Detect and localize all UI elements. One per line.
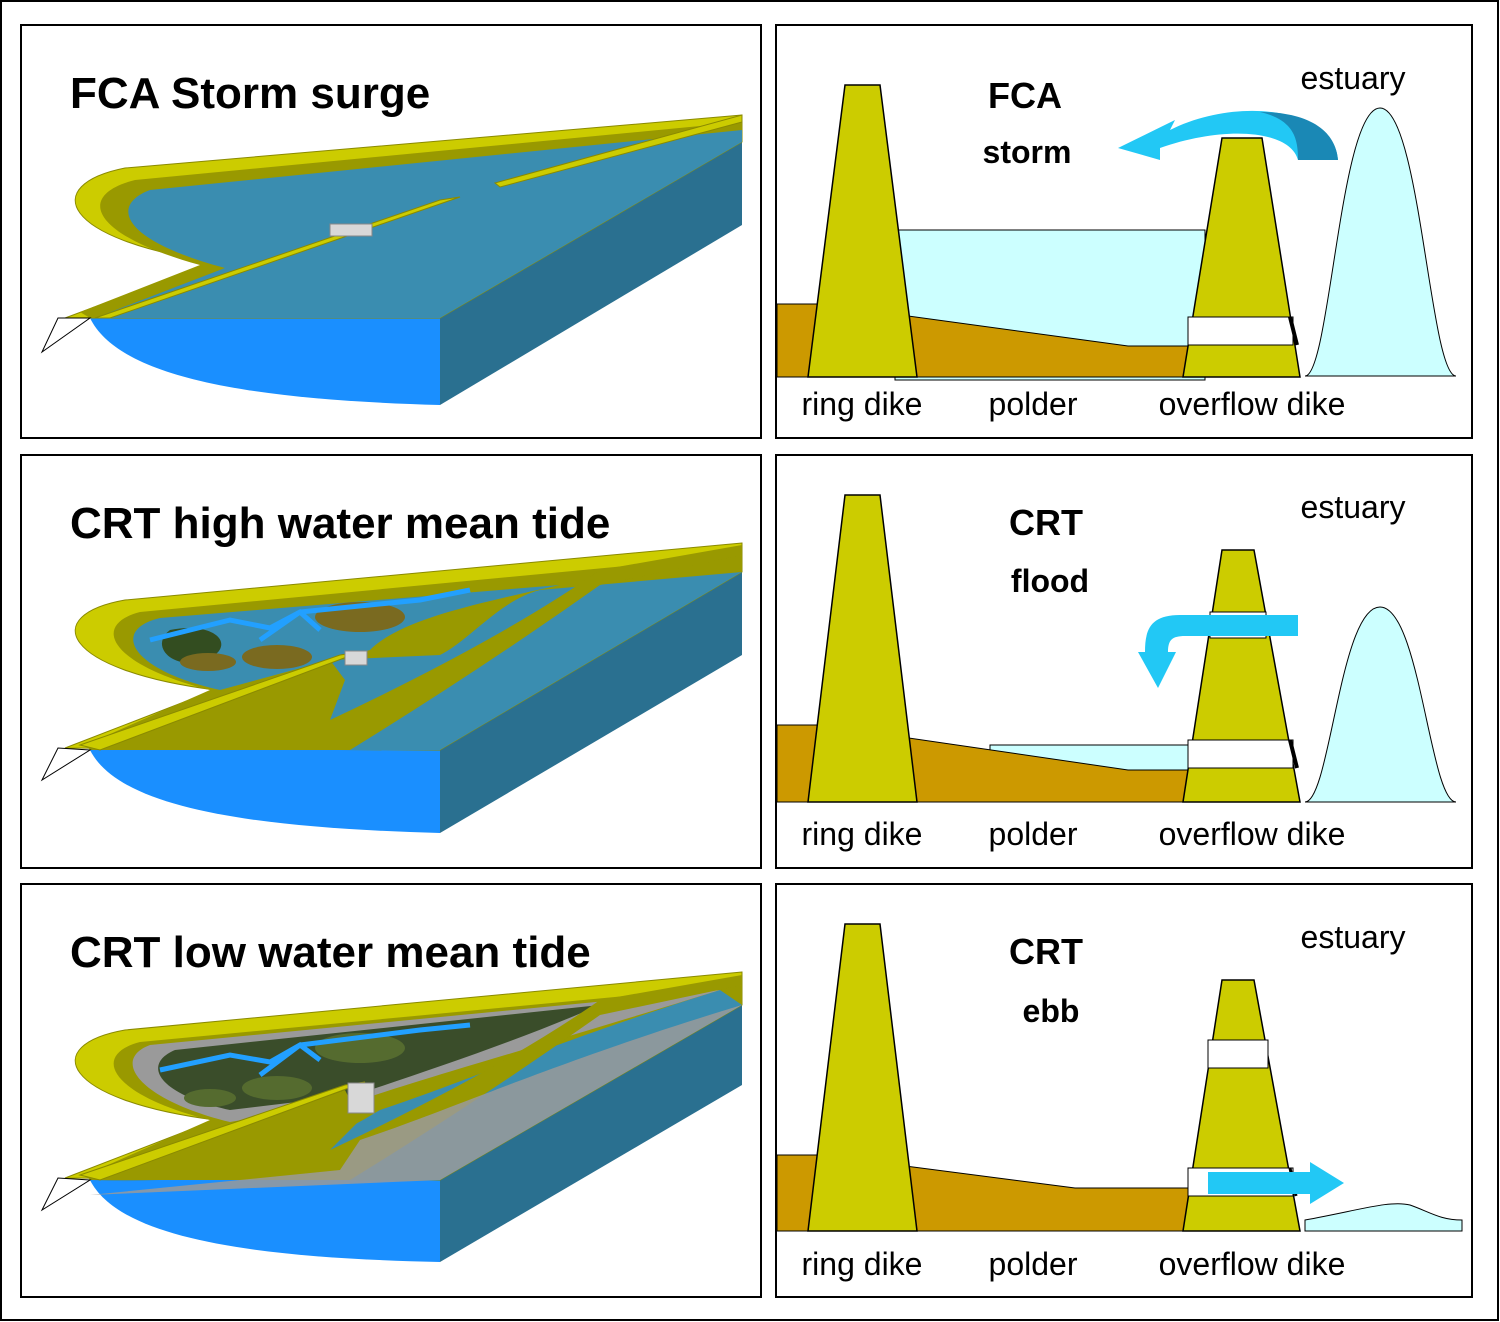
mudflat-island bbox=[242, 1076, 312, 1100]
section-subtitle: storm bbox=[983, 134, 1072, 170]
ring-dike-shape bbox=[807, 923, 918, 1232]
cross-section-panel-crt-ebb: CRT ebb estuary ring dike polder overflo… bbox=[775, 883, 1473, 1298]
basin-side-face bbox=[440, 142, 742, 405]
culvert-gate bbox=[1288, 739, 1299, 769]
polder-label: polder bbox=[989, 1246, 1078, 1282]
section-subtitle: flood bbox=[1011, 563, 1089, 599]
exposed-slope bbox=[90, 1005, 742, 1195]
basin-front-face bbox=[90, 1180, 440, 1262]
upper-inlet bbox=[1207, 1039, 1269, 1069]
low-tide-water bbox=[1304, 1203, 1463, 1232]
storm-surge-wave bbox=[1304, 107, 1457, 377]
overflow-dike-label: overflow dike bbox=[1159, 386, 1346, 422]
ring-dike-shape bbox=[807, 494, 918, 803]
culvert-gate bbox=[1288, 316, 1299, 346]
cut-edge bbox=[40, 1177, 92, 1212]
basin-side-face bbox=[440, 572, 742, 833]
cross-section-panel-fca: FCA storm estuary ring dike polder overf… bbox=[775, 24, 1473, 439]
sluice-icon bbox=[329, 223, 373, 237]
basin-side-face bbox=[440, 1005, 742, 1262]
creek-channels bbox=[149, 587, 471, 643]
overflow-dike-label: overflow dike bbox=[1159, 1246, 1346, 1282]
row-crt-ebb: CRT low water mean tide bbox=[20, 883, 1473, 1298]
row-crt-flood: CRT high water mean tide bbox=[20, 454, 1473, 869]
basin-front-face bbox=[90, 750, 440, 833]
inner-dike-slope bbox=[90, 545, 742, 750]
polder-label: polder bbox=[989, 386, 1078, 422]
overflow-dike-strip bbox=[78, 1081, 366, 1181]
perspective-panel-fca: FCA Storm surge bbox=[20, 24, 762, 439]
mudflat-island bbox=[180, 653, 236, 671]
overflow-arrow-shade bbox=[1260, 112, 1338, 160]
cut-edge bbox=[40, 317, 92, 354]
ring-dike-label: ring dike bbox=[802, 386, 923, 422]
water-surface bbox=[95, 130, 742, 318]
section-subtitle: ebb bbox=[1023, 993, 1080, 1029]
creek-channels bbox=[159, 1022, 471, 1077]
marsh-water bbox=[133, 585, 560, 690]
ring-dike-label: ring dike bbox=[802, 1246, 923, 1282]
row-fca-storm: FCA Storm surge bbox=[20, 24, 1473, 439]
mudflat-island bbox=[242, 645, 312, 669]
overflow-dike-strip-2 bbox=[493, 114, 743, 188]
perspective-title: CRT high water mean tide bbox=[70, 499, 610, 548]
estuary-label: estuary bbox=[1301, 489, 1406, 525]
inner-dike-slope bbox=[90, 975, 742, 1180]
mudflat-island bbox=[184, 1089, 236, 1107]
culvert-opening bbox=[1187, 739, 1294, 769]
perspective-panel-crt-low: CRT low water mean tide bbox=[20, 883, 762, 1298]
inflow-arrow-icon bbox=[1138, 615, 1298, 688]
estuary-label: estuary bbox=[1301, 60, 1406, 96]
tide-wave bbox=[1304, 606, 1457, 803]
cross-section-panel-crt-flood: CRT flood estuary ring dike polder overf… bbox=[775, 454, 1473, 869]
perspective-panel-crt-high: CRT high water mean tide bbox=[20, 454, 762, 869]
cut-edge bbox=[40, 747, 92, 782]
section-title: CRT bbox=[1009, 502, 1083, 543]
ring-dike-label: ring dike bbox=[802, 816, 923, 852]
ring-dike-shape bbox=[807, 84, 918, 378]
estuary-label: estuary bbox=[1301, 919, 1406, 955]
perspective-title: FCA Storm surge bbox=[70, 69, 430, 118]
basin-front-face bbox=[90, 318, 440, 405]
perspective-title: CRT low water mean tide bbox=[70, 928, 591, 977]
channel-water-surface bbox=[90, 990, 742, 1182]
sluice-icon bbox=[347, 1082, 375, 1114]
overflow-dike-label: overflow dike bbox=[1159, 816, 1346, 852]
section-title: CRT bbox=[1009, 931, 1083, 972]
overflow-arrow-icon bbox=[1118, 110, 1338, 160]
polder-label: polder bbox=[989, 816, 1078, 852]
section-title: FCA bbox=[988, 75, 1062, 116]
culvert-opening bbox=[1187, 316, 1294, 346]
sluice-icon bbox=[344, 650, 368, 666]
outflow-arrow-icon bbox=[1208, 1162, 1344, 1204]
